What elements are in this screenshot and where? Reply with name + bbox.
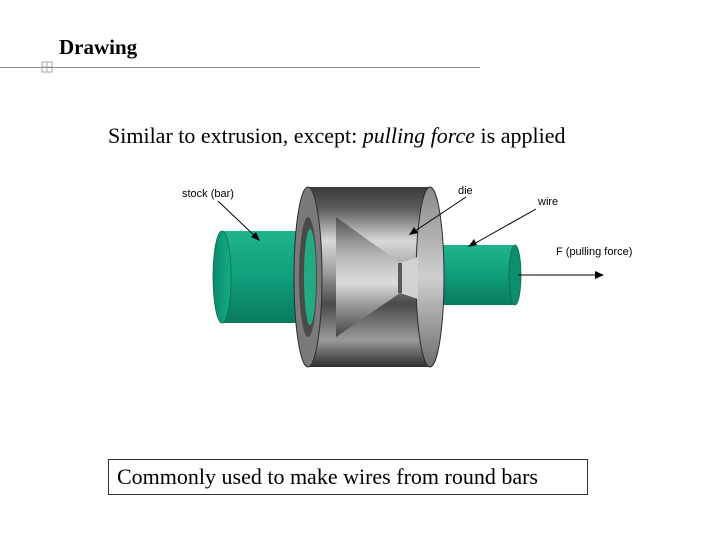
label-die: die xyxy=(458,185,473,197)
subtitle-emphasis: pulling force xyxy=(362,123,476,148)
subtitle-text-after: is applied xyxy=(475,123,566,148)
leader-wire-arrow xyxy=(468,208,537,247)
label-force: F (pulling force) xyxy=(556,246,632,258)
leader-stock-arrow xyxy=(217,200,260,241)
pulling-force-arrow xyxy=(518,271,604,279)
leader-die-arrow xyxy=(409,196,467,235)
title-divider xyxy=(0,67,480,68)
die xyxy=(293,186,445,368)
drawing-process-diagram: stock (bar) die wire F (pulling force) xyxy=(182,185,632,368)
slide-title: Drawing xyxy=(59,35,138,59)
caption-box: Commonly used to make wires from round b… xyxy=(108,459,588,495)
slide-subtitle: Similar to extrusion, except: pulling fo… xyxy=(108,123,565,149)
label-stock: stock (bar) xyxy=(182,188,234,200)
label-wire: wire xyxy=(537,196,558,208)
subtitle-text-before: Similar to extrusion, except: xyxy=(108,123,363,148)
